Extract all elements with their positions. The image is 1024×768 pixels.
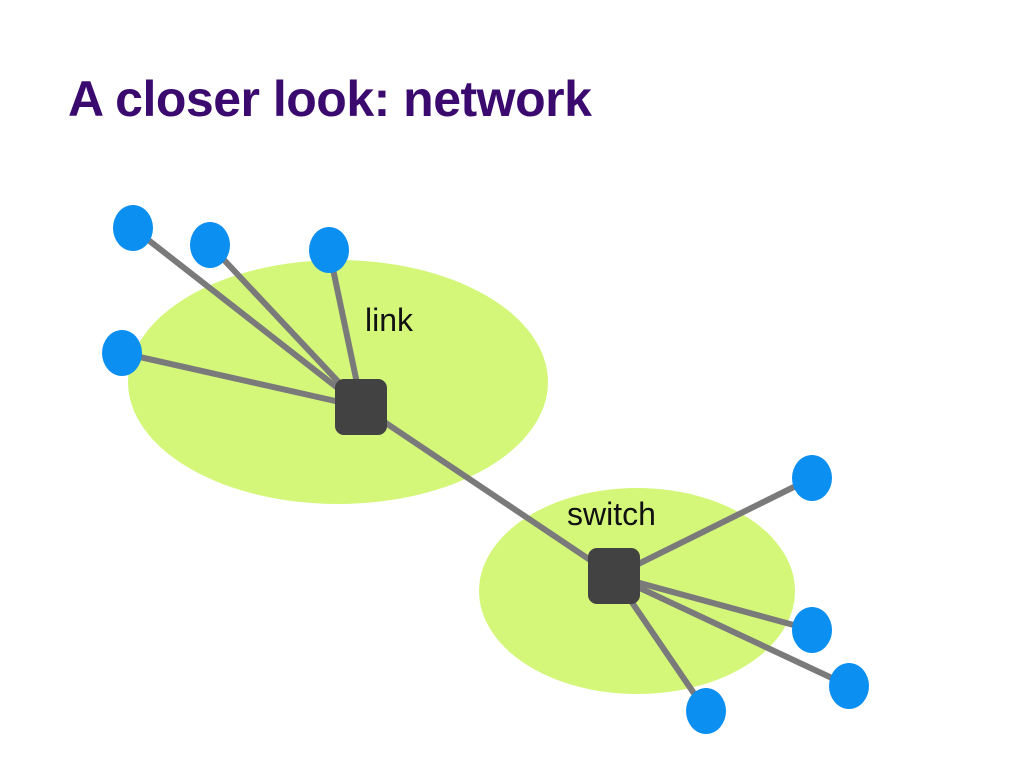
links [119, 225, 852, 714]
host-node [792, 455, 832, 501]
host-node [113, 205, 153, 251]
link-line [611, 573, 815, 633]
switch-node-right [588, 548, 640, 604]
link-label: link [365, 302, 414, 338]
switch-label: switch [567, 496, 656, 532]
host-node [686, 688, 726, 734]
host-node [190, 222, 230, 268]
host-node [829, 663, 869, 709]
host-node [309, 227, 349, 273]
host-node [792, 607, 832, 653]
hosts [102, 205, 869, 734]
switch-node-left [335, 379, 387, 435]
link-line [611, 475, 815, 579]
link-line-between-switches [359, 404, 617, 579]
host-node [102, 330, 142, 376]
link-line [207, 242, 365, 410]
link-line [130, 225, 365, 410]
link-line [119, 350, 365, 410]
link-line [611, 573, 852, 689]
slide-title: A closer look: network [68, 71, 592, 127]
